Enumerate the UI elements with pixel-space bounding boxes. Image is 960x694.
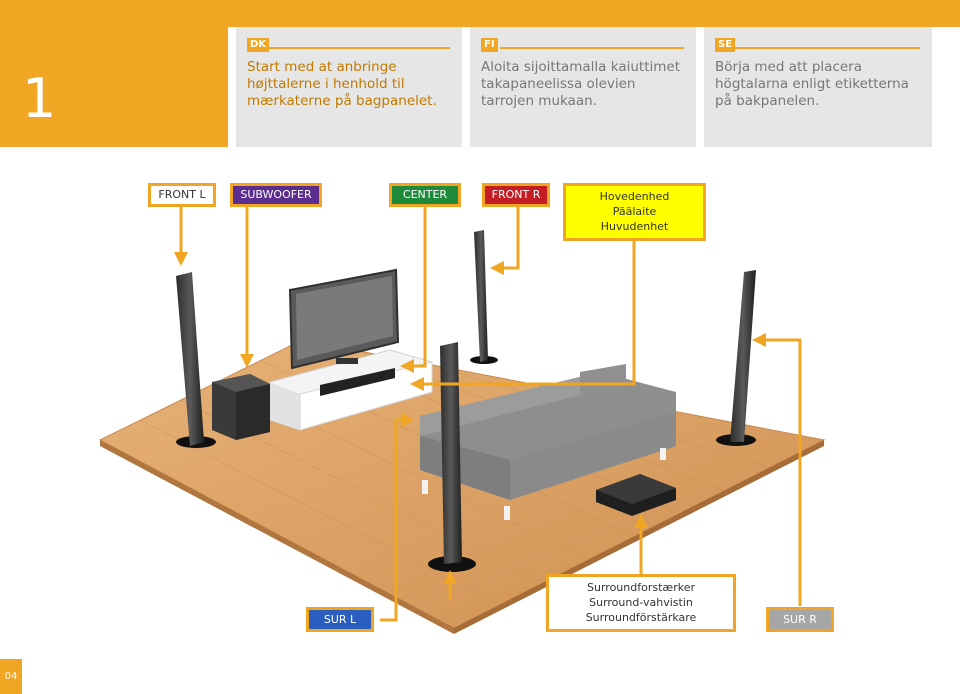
label-text: SUBWOOFER	[240, 188, 311, 201]
label-line: Huvudenhet	[566, 219, 703, 234]
label-text: FRONT L	[158, 188, 205, 201]
label-line: Hovedenhed	[566, 189, 703, 204]
label-center: CENTER	[389, 183, 461, 207]
label-text: FRONT R	[492, 188, 541, 201]
label-text: SUR L	[324, 613, 356, 626]
label-surround-amp: Surroundforstærker Surround-vahvistin Su…	[546, 574, 736, 632]
label-subwoofer: SUBWOOFER	[230, 183, 322, 207]
label-text: SUR R	[783, 613, 817, 626]
label-line: Päälaite	[566, 204, 703, 219]
label-front-r: FRONT R	[482, 183, 550, 207]
label-sur-r: SUR R	[766, 607, 834, 632]
label-front-l: FRONT L	[148, 183, 216, 207]
label-line: Surroundförstärkare	[549, 610, 733, 625]
page-number: 04	[0, 659, 22, 694]
label-text: CENTER	[403, 188, 447, 201]
label-sur-l: SUR L	[306, 607, 374, 632]
label-line: Surroundforstærker	[549, 580, 733, 595]
label-line: Surround-vahvistin	[549, 595, 733, 610]
subwoofer	[212, 374, 270, 440]
surround-right-speaker	[716, 270, 756, 446]
label-main-unit: Hovedenhed Päälaite Huvudenhet	[563, 183, 706, 241]
front-right-speaker	[470, 230, 498, 364]
